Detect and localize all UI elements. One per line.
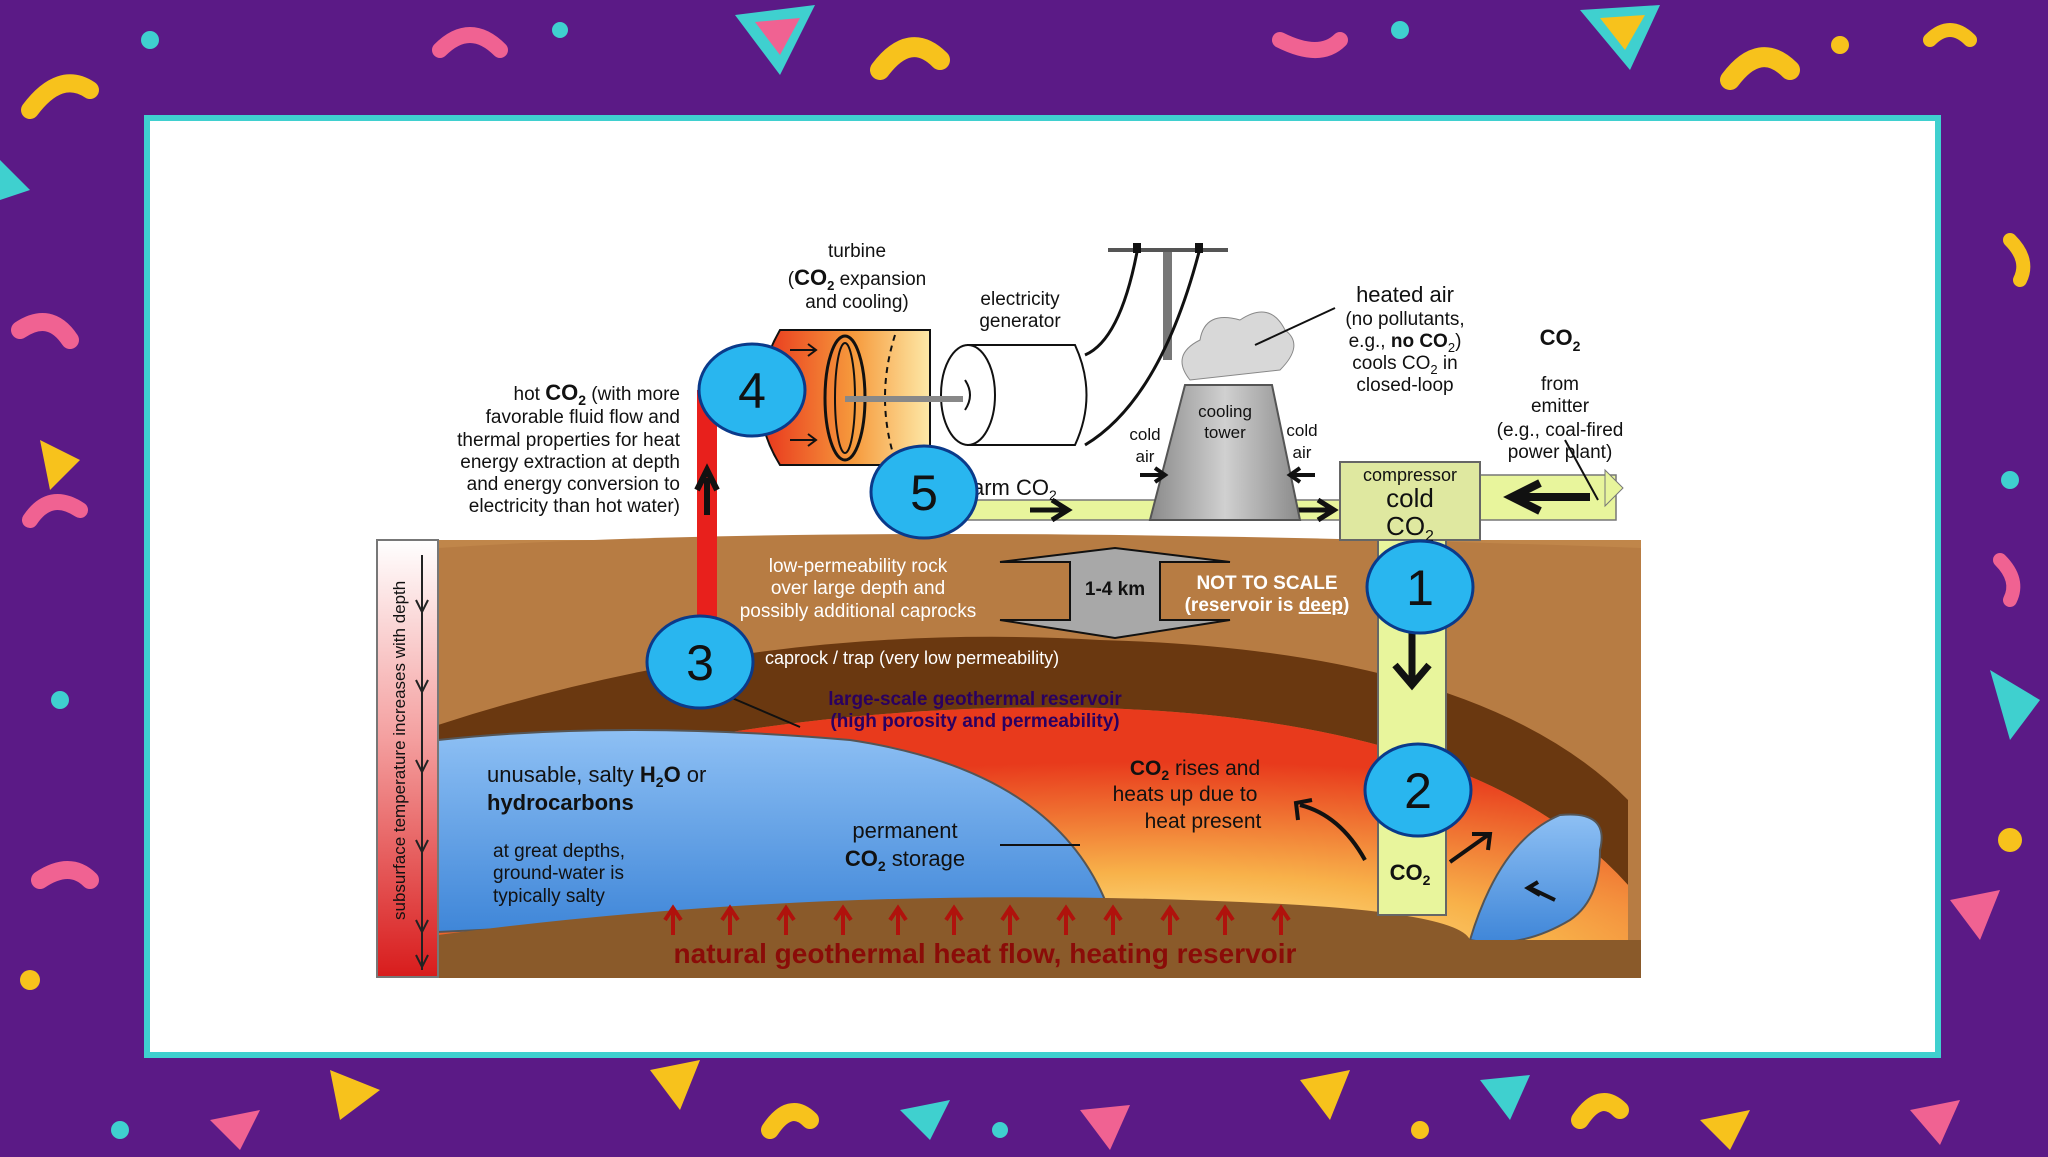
emitter-from: from xyxy=(1541,374,1579,395)
svg-text:5: 5 xyxy=(910,465,938,521)
reservoir-label-2: (high porosity and permeability) xyxy=(830,711,1119,732)
reservoir-label-1: large-scale geothermal reservoir xyxy=(828,689,1122,710)
salty-water-zone xyxy=(437,729,1107,934)
temperature-label: subsurface temperature increases with de… xyxy=(390,581,409,920)
low-perm-line1: low-permeability rock xyxy=(769,556,948,577)
low-perm-line2: over large depth and xyxy=(771,578,945,599)
down-arrow xyxy=(1392,630,1432,691)
compressor-co2: CO2 xyxy=(1386,511,1434,545)
badge-1: 1 xyxy=(1365,539,1475,635)
great-depths-1: at great depths, xyxy=(493,841,625,862)
cold-air-right-1: cold xyxy=(1286,421,1317,440)
generator-label-line1: electricity xyxy=(980,289,1060,310)
turbine-desc-line2: and cooling) xyxy=(805,292,909,313)
heat-flow-arrows xyxy=(663,904,1291,935)
heated-air-title: heated air xyxy=(1356,282,1454,307)
cold-air-left-1: cold xyxy=(1129,425,1160,444)
co2-well-label: CO2 xyxy=(1390,860,1431,888)
up-arrow xyxy=(694,463,720,515)
great-depths-3: typically salty xyxy=(493,886,605,907)
generator-label-line2: generator xyxy=(979,311,1061,332)
heat-flow-label: natural geothermal heat flow, heating re… xyxy=(674,938,1297,969)
hot-co2-line2: favorable fluid flow and xyxy=(486,407,680,428)
permanent-storage-2: CO2 storage xyxy=(845,846,965,874)
co2-rises-1: CO2 rises and xyxy=(1130,757,1260,783)
permanent-storage-1: permanent xyxy=(852,818,957,843)
cold-air-left-2: air xyxy=(1136,447,1155,466)
compressor-label: compressor xyxy=(1363,465,1457,485)
badge-5: 5 xyxy=(869,444,979,540)
badges: 4 5 3 1 2 xyxy=(645,342,1475,838)
hot-co2-line4: energy extraction at depth xyxy=(460,452,680,473)
svg-text:3: 3 xyxy=(686,635,714,691)
background-confetti xyxy=(0,5,2040,1150)
emitter-example-2: power plant) xyxy=(1508,442,1613,463)
electricity-generator xyxy=(940,344,1088,446)
compressor-cold: cold xyxy=(1386,483,1434,513)
caprock-label: caprock / trap (very low permeability) xyxy=(765,648,1059,668)
low-perm-line3: possibly additional caprocks xyxy=(740,601,977,622)
co2-rises-3: heat present xyxy=(1145,810,1262,833)
badge-2: 2 xyxy=(1363,742,1473,838)
emitter-arrow xyxy=(1503,479,1590,515)
co2-pocket xyxy=(1468,813,1603,944)
reservoir-deep-note: (reservoir is deep) xyxy=(1185,595,1350,616)
badge-4: 4 xyxy=(697,342,807,438)
unusable-line1: unusable, salty H2O or xyxy=(487,762,706,790)
hot-co2-line3: thermal properties for heat xyxy=(457,430,681,451)
badge-3: 3 xyxy=(645,614,755,710)
turbine-title: turbine xyxy=(828,241,886,262)
cooling-tower xyxy=(1140,307,1336,521)
emitter-co2: CO2 xyxy=(1540,325,1581,354)
svg-text:4: 4 xyxy=(738,363,766,419)
diagram-labels: turbine (CO2 expansion and cooling) elec… xyxy=(457,241,1623,969)
not-to-scale: NOT TO SCALE xyxy=(1196,573,1337,594)
heated-air-line3: e.g., no CO2) xyxy=(1349,331,1462,355)
warm-co2-label: arm CO2 xyxy=(972,475,1057,503)
turbine-desc-line1: (CO2 expansion xyxy=(788,265,926,293)
great-depths-2: ground-water is xyxy=(493,863,624,884)
heated-air-line5: closed-loop xyxy=(1356,375,1453,396)
svg-text:1: 1 xyxy=(1406,560,1434,616)
cooling-tower-label-2: tower xyxy=(1204,423,1246,442)
compressor-box xyxy=(1339,461,1481,541)
co2-rises-2: heats up due to xyxy=(1113,783,1258,806)
depth-label: 1-4 km xyxy=(1085,579,1145,600)
hot-co2-line5: and energy conversion to xyxy=(467,474,680,495)
depth-indicator: 1-4 km xyxy=(999,546,1231,640)
emitter-word: emitter xyxy=(1531,396,1590,417)
cold-air-right-2: air xyxy=(1293,443,1312,462)
cooling-tower-label-1: cooling xyxy=(1198,402,1252,421)
heated-air-line4: cools CO2 in xyxy=(1352,353,1457,377)
hot-co2-line6: electricity than hot water) xyxy=(469,496,680,517)
hot-co2-line1: hot CO2 (with more xyxy=(514,380,680,408)
svg-text:2: 2 xyxy=(1404,763,1432,819)
temperature-bar: subsurface temperature increases with de… xyxy=(376,539,439,978)
heated-air-line2: (no pollutants, xyxy=(1345,309,1464,330)
power-lines xyxy=(1084,243,1228,447)
co2-flow-arrows xyxy=(1293,798,1556,902)
hydrocarbons-label: hydrocarbons xyxy=(487,790,634,815)
emitter-example-1: (e.g., coal-fired xyxy=(1497,420,1624,441)
